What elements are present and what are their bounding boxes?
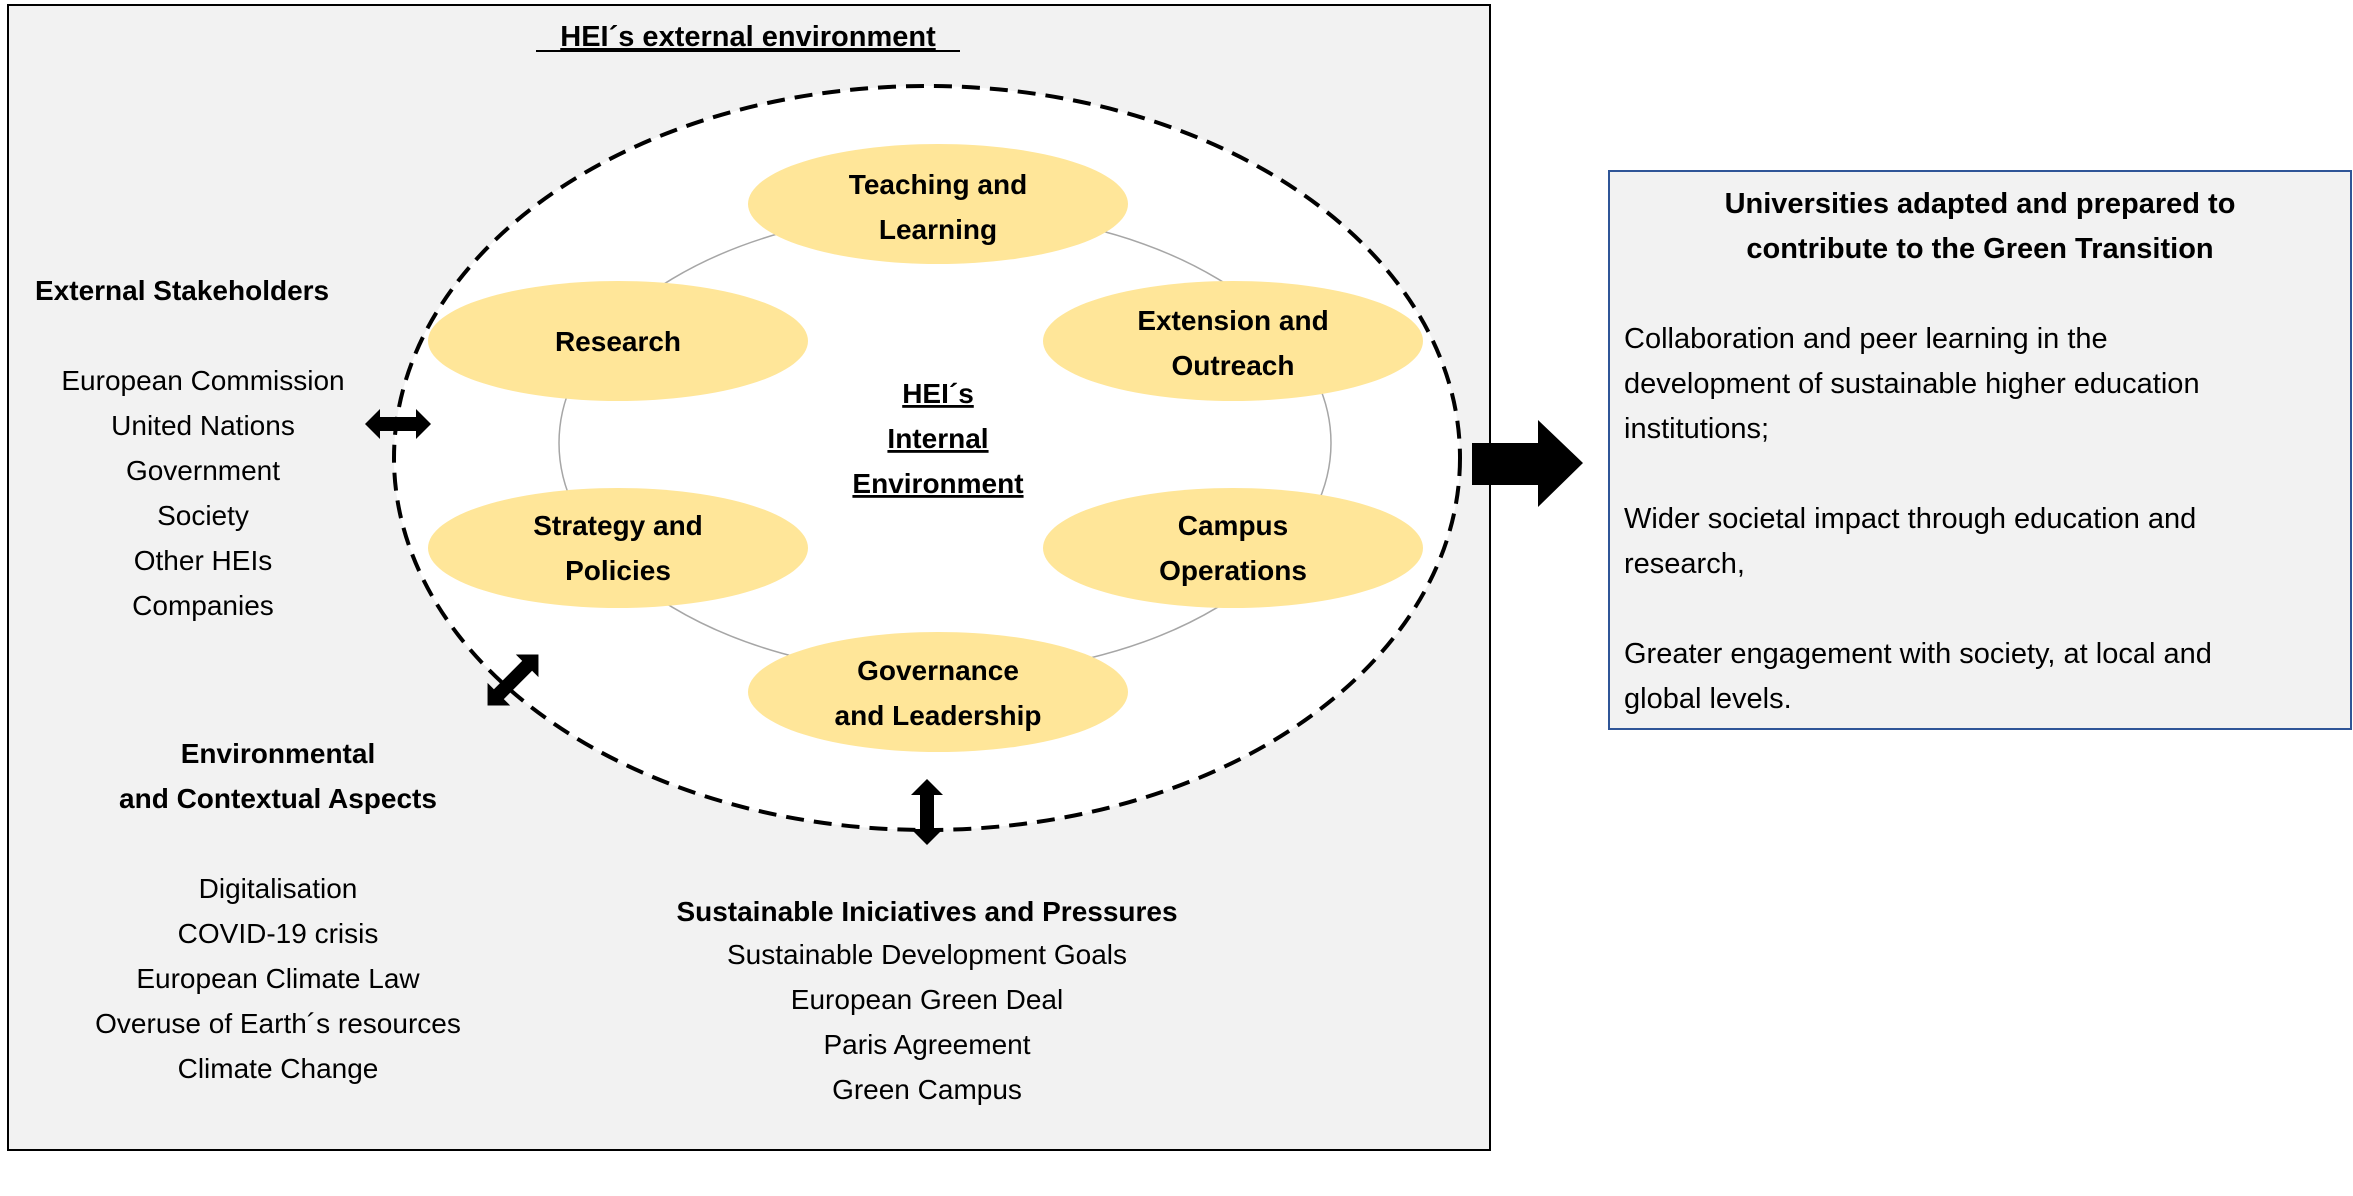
external-environment-title: HEI´s external environment [560,21,936,53]
svg-text:Environment: Environment [852,468,1023,499]
svg-text:Learning: Learning [879,214,997,245]
svg-text:Strategy and: Strategy and [533,510,703,541]
right-arrow-icon [1472,420,1583,507]
pillar-strategy-and-policies: Strategy and Policies [428,488,808,608]
svg-text:Sustainable Iniciatives and Pr: Sustainable Iniciatives and Pressures [676,896,1177,927]
svg-text:Climate Change: Climate Change [178,1053,379,1084]
svg-text:Collaboration and peer learnin: Collaboration and peer learning in the [1624,323,2108,355]
svg-text:Society: Society [157,500,249,531]
double-arrow-horizontal-icon [365,409,431,439]
svg-text:Teaching and: Teaching and [849,169,1027,200]
svg-text:Companies: Companies [132,590,274,621]
svg-text:Internal: Internal [887,423,988,454]
svg-text:Operations: Operations [1159,555,1307,586]
svg-text:External Stakeholders: External Stakeholders [35,275,329,306]
svg-text:global levels.: global levels. [1624,683,1792,715]
svg-text:European Green Deal: European Green Deal [791,984,1063,1015]
svg-text:Wider societal impact through: Wider societal impact through education … [1624,503,2196,535]
sustainable-initiatives: Sustainable Iniciatives and Pressures Su… [676,896,1177,1105]
external-stakeholders: External Stakeholders European Commissio… [35,275,345,621]
svg-text:Other HEIs: Other HEIs [134,545,272,576]
svg-text:Digitalisation: Digitalisation [199,873,358,904]
outcome-box: Universities adapted and prepared to con… [1608,170,2352,730]
double-arrow-diagonal-icon [487,654,539,706]
svg-text:HEI´s: HEI´s [902,378,974,409]
pillar-teaching-and-learning: Teaching and Learning [748,144,1128,264]
svg-text:Extension and: Extension and [1137,305,1328,336]
svg-text:Outreach: Outreach [1172,350,1295,381]
pillar-governance-and-leadership: Governance and Leadership [748,632,1128,752]
svg-text:development of sustainable hig: development of sustainable higher educat… [1624,368,2200,400]
internal-environment-label: HEI´s Internal Environment [852,378,1023,499]
svg-text:Research: Research [555,326,681,357]
svg-text:Sustainable Development Goals: Sustainable Development Goals [727,939,1127,970]
svg-text:European Climate Law: European Climate Law [136,963,420,994]
svg-text:Greater engagement with societ: Greater engagement with society, at loca… [1624,638,2212,670]
pillar-campus-operations: Campus Operations [1043,488,1423,608]
svg-text:Policies: Policies [565,555,671,586]
svg-text:United Nations: United Nations [111,410,295,441]
pillar-research: Research [428,281,808,401]
svg-text:Universities adapted and prepa: Universities adapted and prepared to [1725,188,2236,220]
svg-text:Overuse of Earth´s resources: Overuse of Earth´s resources [95,1008,461,1039]
double-arrow-vertical-icon [911,779,943,845]
svg-text:and Leadership: and Leadership [835,700,1042,731]
svg-text:Governance: Governance [857,655,1019,686]
svg-text:Paris Agreement: Paris Agreement [824,1029,1031,1060]
svg-text:research,: research, [1624,548,1745,580]
svg-text:COVID-19 crisis: COVID-19 crisis [178,918,379,949]
svg-text:European Commission: European Commission [61,365,344,396]
pillar-extension-and-outreach: Extension and Outreach [1043,281,1423,401]
svg-text:Green Campus: Green Campus [832,1074,1022,1105]
contextual-aspects: Environmental and Contextual Aspects Dig… [95,738,461,1084]
svg-text:and Contextual Aspects: and Contextual Aspects [119,783,437,814]
svg-text:Government: Government [126,455,280,486]
svg-text:Campus: Campus [1178,510,1288,541]
svg-text:Environmental: Environmental [181,738,375,769]
svg-text:contribute to the Green Transi: contribute to the Green Transition [1746,233,2213,265]
svg-text:institutions;: institutions; [1624,413,1769,445]
